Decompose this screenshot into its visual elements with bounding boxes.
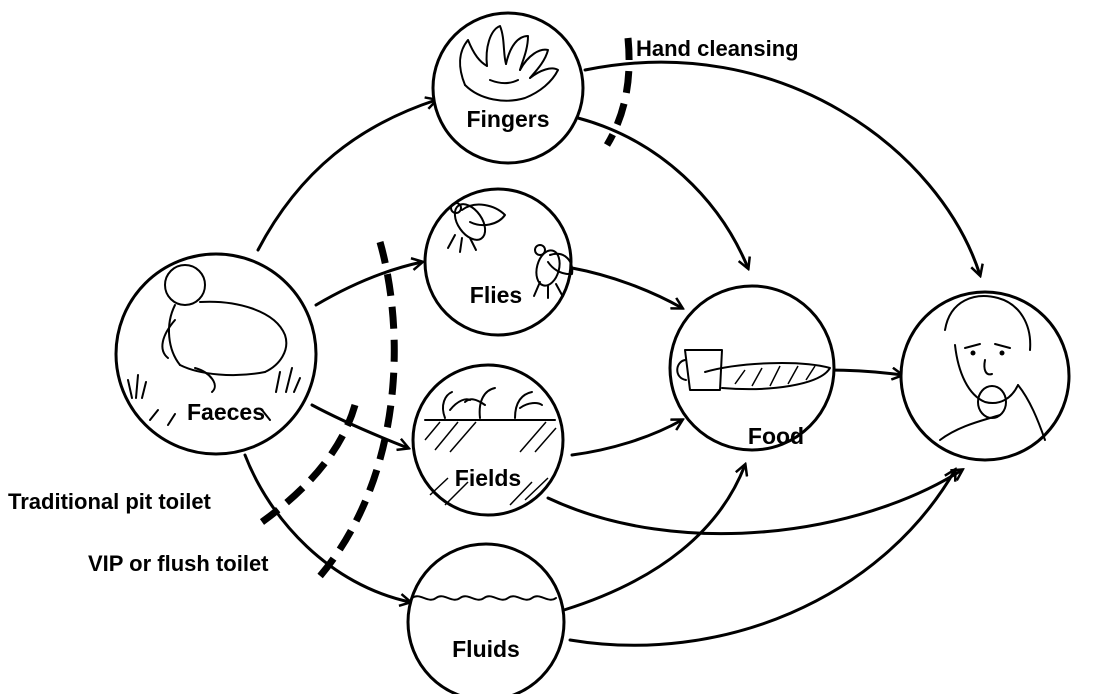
fluids-circle bbox=[408, 544, 564, 694]
arrow-fields-food bbox=[572, 420, 682, 455]
vip-toilet-label: VIP or flush toilet bbox=[88, 551, 269, 576]
child-eating-node bbox=[901, 292, 1069, 460]
arrow-flies-food bbox=[572, 268, 682, 308]
arrow-faeces-fields bbox=[312, 405, 408, 448]
arrow-faeces-fluids bbox=[245, 455, 410, 602]
arrow-fluids-mouth bbox=[570, 470, 955, 645]
fields-label: Fields bbox=[455, 465, 521, 491]
fields-circle bbox=[413, 365, 563, 515]
flies-label: Flies bbox=[470, 282, 522, 308]
transmission-arrows bbox=[245, 62, 980, 645]
food-node: Food bbox=[670, 286, 834, 450]
faeces-label: Faeces bbox=[187, 399, 265, 425]
arrow-faeces-fingers bbox=[258, 100, 436, 250]
fingers-label: Fingers bbox=[466, 106, 549, 132]
fluids-node: Fluids bbox=[408, 544, 564, 694]
arrow-fingers-food bbox=[578, 118, 748, 268]
food-label: Food bbox=[748, 423, 804, 449]
arrow-fluids-food bbox=[564, 465, 745, 610]
pit-toilet-label: Traditional pit toilet bbox=[8, 489, 212, 514]
fluids-label: Fluids bbox=[452, 636, 520, 662]
arrow-faeces-flies bbox=[316, 262, 422, 305]
fingers-node: Fingers bbox=[433, 13, 583, 163]
arrow-fields-mouth bbox=[548, 470, 962, 534]
arrow-fingers-mouth bbox=[585, 62, 980, 275]
fields-node: Fields bbox=[413, 365, 563, 515]
hand-cleansing-label: Hand cleansing bbox=[636, 36, 799, 61]
fingers-circle bbox=[433, 13, 583, 163]
flies-node: Flies bbox=[425, 189, 572, 335]
faeces-node: Faeces bbox=[116, 254, 316, 454]
arrow-food-mouth bbox=[828, 370, 902, 375]
